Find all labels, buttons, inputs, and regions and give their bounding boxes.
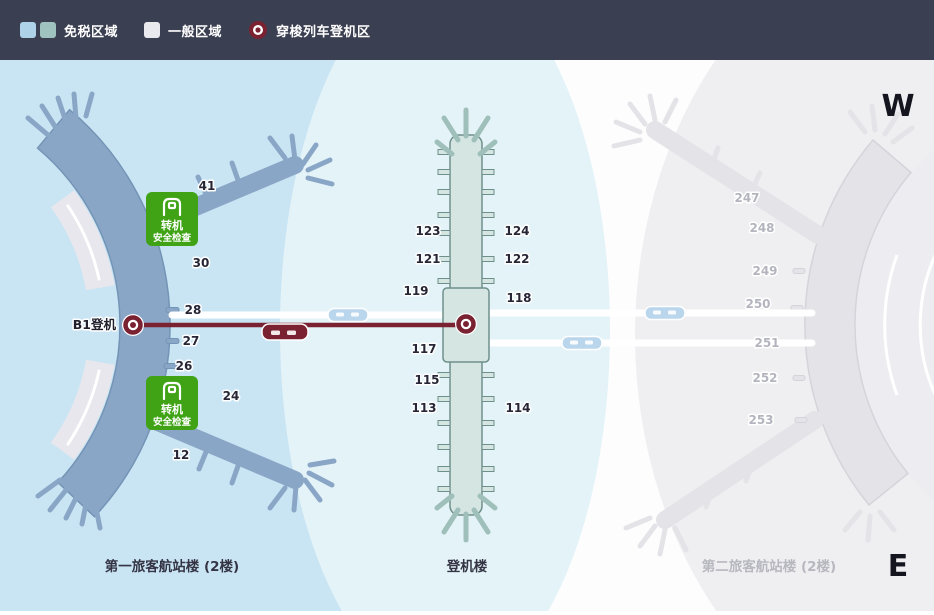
- transfer-security-badge-upper: 转机 安全检查: [146, 192, 198, 246]
- concourse-gate-labels: 123 121 119 117 115 113 124 122 118 114: [402, 223, 533, 417]
- gate-label: 113: [411, 401, 436, 415]
- gate-label: 12: [173, 448, 190, 462]
- transfer-security-badge-lower: 转机 安全检查: [146, 376, 198, 430]
- gate-label: 121: [415, 252, 440, 266]
- gate-label: 123: [415, 224, 440, 238]
- duty-free-teal-swatch: [40, 22, 56, 38]
- gate-label: 119: [403, 284, 428, 298]
- gate-label: 249: [752, 264, 777, 278]
- walkway-train-icon-west: [327, 307, 369, 323]
- gate-label: 248: [749, 221, 774, 235]
- gate-label: 118: [506, 291, 531, 305]
- gate-label: 27: [183, 334, 200, 348]
- gate-label: 115: [414, 373, 439, 387]
- gate-label: 28: [185, 303, 202, 317]
- legend-bar: 免税区域 一般区域 穿梭列车登机区: [0, 0, 934, 60]
- shuttle-area-label: 穿梭列车登机区: [276, 24, 371, 40]
- general-area-label: 一般区域: [168, 24, 223, 40]
- gate-label: 122: [504, 252, 529, 266]
- terminal2-shape: [611, 93, 934, 557]
- gate-label: 251: [754, 336, 779, 350]
- shuttle-station-icon: [249, 21, 268, 39]
- terminal2-name: 第二旅客航站楼 (2楼): [702, 558, 836, 575]
- concourse-name: 登机楼: [446, 558, 488, 575]
- concourse-shape: [434, 107, 498, 543]
- gate-label: 117: [411, 342, 436, 356]
- gate-label: 24: [223, 389, 240, 403]
- legend-duty-free: 免税区域: [20, 21, 118, 40]
- compass-east: E: [888, 549, 909, 584]
- gate-label: 41: [199, 179, 216, 193]
- concourse-jet-bridges: [434, 107, 498, 543]
- terminal2-gate-labels: 247 248 249 250 251 252 253: [733, 190, 781, 429]
- gate-label: 250: [745, 297, 770, 311]
- legend-general: 一般区域: [144, 21, 222, 40]
- duty-free-label: 免税区域: [64, 24, 119, 40]
- b1-station-marker: [122, 314, 144, 336]
- gate-label: 26: [176, 359, 193, 373]
- b1-boarding-label: B1登机: [73, 317, 117, 332]
- general-area-swatch: [144, 22, 161, 38]
- transfer-badge-line1: 转机: [161, 218, 183, 232]
- gate-label: 124: [504, 224, 529, 238]
- gate-label: 30: [193, 256, 210, 270]
- walkway-train-icon-east-lower: [561, 335, 603, 351]
- terminal1-gate-labels: 41 30 28 27 26 24 12: [171, 178, 241, 464]
- transfer-badge-line2: 安全检查: [153, 416, 192, 428]
- gate-label: 253: [748, 413, 773, 427]
- walkway-train-icon-east-upper: [644, 305, 686, 321]
- compass-west: W: [881, 89, 914, 124]
- legend-shuttle: 穿梭列车登机区: [248, 20, 371, 40]
- gate-label: 247: [734, 191, 759, 205]
- terminal1-general-area: [50, 190, 115, 460]
- transfer-badge-line2: 安全检查: [153, 232, 192, 244]
- gate-label: 252: [752, 371, 777, 385]
- shuttle-train-icon: [261, 323, 309, 341]
- duty-free-blue-swatch: [20, 22, 36, 38]
- terminal1-name: 第一旅客航站楼 (2楼): [105, 558, 239, 575]
- gate-label: 114: [505, 401, 530, 415]
- terminal1-jet-bridges: [25, 91, 337, 531]
- transfer-badge-line1: 转机: [161, 402, 183, 416]
- concourse-station-marker: [455, 313, 477, 335]
